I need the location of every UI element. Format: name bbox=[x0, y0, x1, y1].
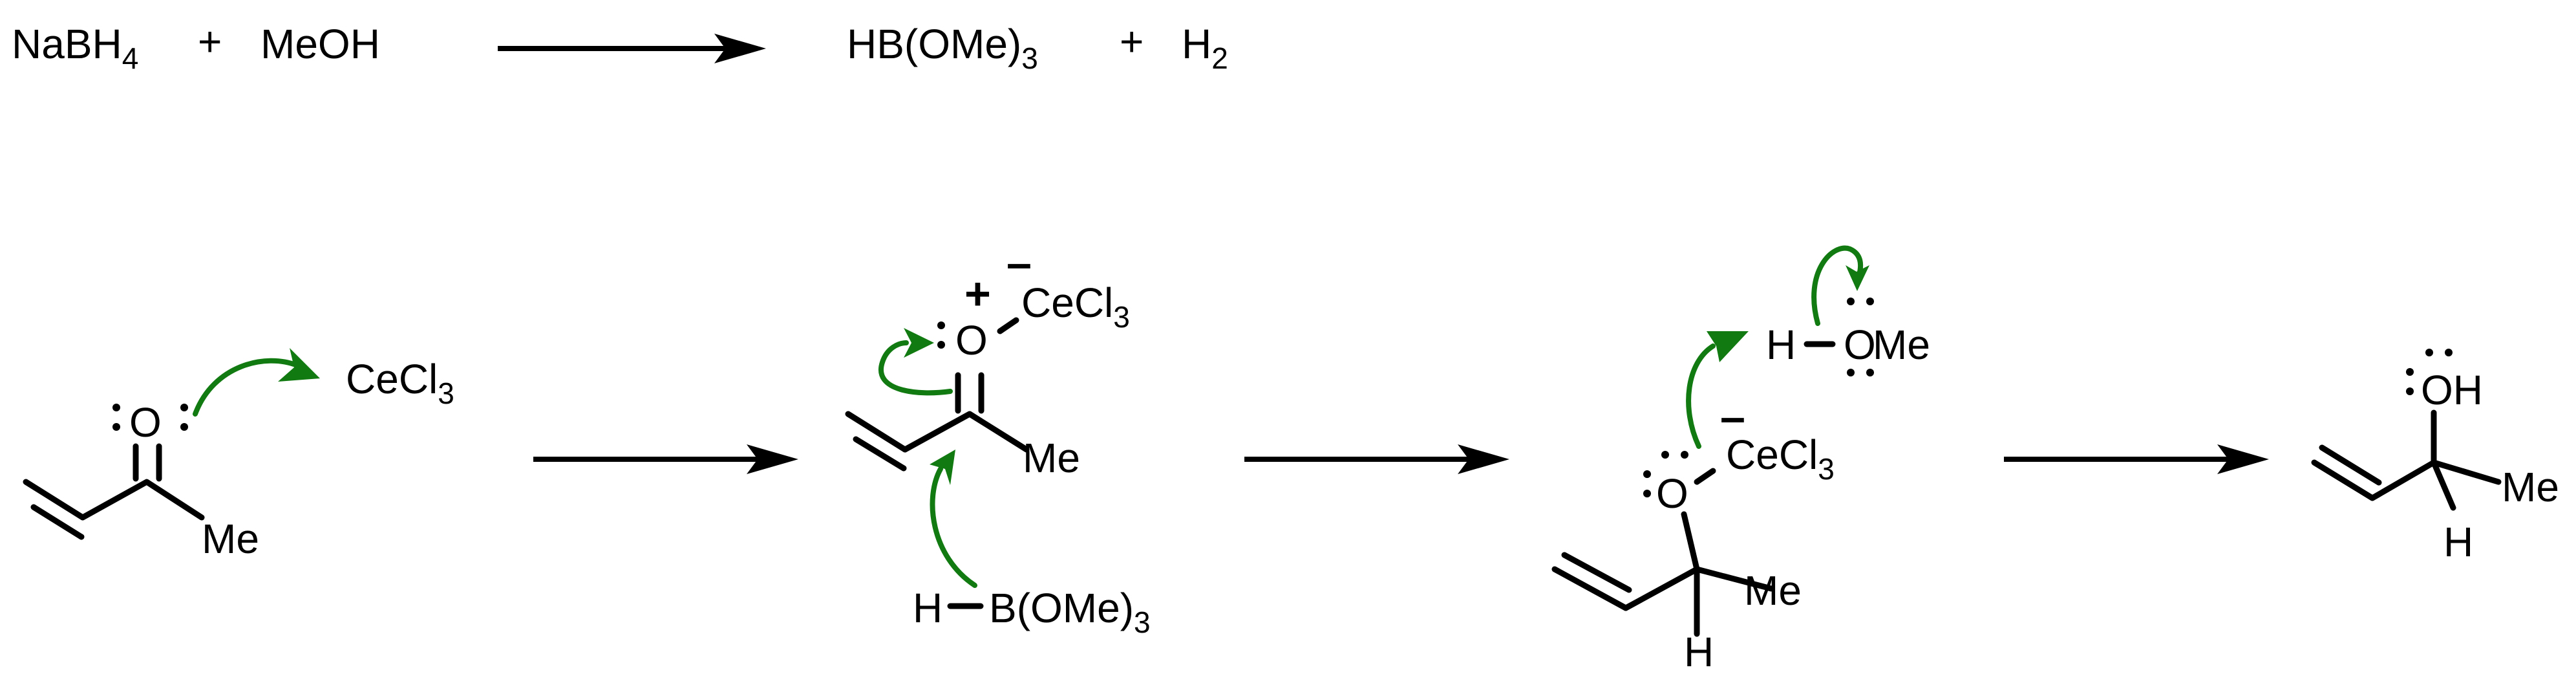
curly-arrow-pi-to-o bbox=[878, 328, 953, 396]
molecule-cerium-alkoxide: O – CeCl3 Me H bbox=[1551, 391, 1835, 674]
alpha-h: H bbox=[1684, 629, 1714, 674]
reagent-cecl3: CeCl3 bbox=[346, 356, 454, 410]
minus-charge: – bbox=[1720, 391, 1745, 442]
borohydride-reagent: H B(OMe)3 bbox=[913, 585, 1151, 639]
reactant-meoh: MeOH bbox=[261, 21, 380, 67]
methyl-label: Me bbox=[2502, 464, 2559, 510]
methyl-label: Me bbox=[1023, 435, 1080, 481]
carbonyl-oxygen: O bbox=[129, 399, 162, 446]
reactant-nabh4: NaBH4 bbox=[12, 21, 138, 75]
curly-arrow-o-to-h bbox=[1686, 331, 1749, 449]
reaction-arrow-3 bbox=[2004, 444, 2269, 474]
molecule-activated-enone: O + – CeCl3 Me bbox=[845, 237, 1130, 481]
cerium-cecl3: CeCl3 bbox=[1726, 431, 1835, 486]
reaction-arrow-2 bbox=[1244, 444, 1509, 474]
carbinol-h: H bbox=[2443, 519, 2473, 565]
hydroxyl-oh: OH bbox=[2421, 367, 2483, 413]
product-hb-ome3: HB(OMe)3 bbox=[847, 21, 1038, 75]
reaction-arrow-1 bbox=[533, 444, 798, 474]
borane-b-ome3: B(OMe)3 bbox=[989, 585, 1151, 639]
hydride-h: H bbox=[913, 585, 942, 631]
plus-charge: + bbox=[964, 268, 991, 319]
methoxide-methyl: Me bbox=[1873, 321, 1930, 368]
alkoxide-oxygen: O bbox=[1656, 470, 1688, 517]
methyl-label: Me bbox=[1744, 567, 1802, 614]
oxonium-oxygen: O bbox=[955, 317, 988, 364]
product-h2: H2 bbox=[1182, 21, 1228, 75]
top-reaction-arrow bbox=[498, 34, 766, 63]
top-equation: NaBH4 + MeOH HB(OMe)3 + H2 bbox=[12, 18, 1228, 75]
minus-charge: – bbox=[1006, 237, 1032, 288]
hydroxyl-h: H bbox=[1766, 321, 1796, 368]
plus-sign-1: + bbox=[198, 18, 222, 65]
plus-sign-2: + bbox=[1120, 18, 1144, 65]
curly-arrow-hydride bbox=[930, 450, 977, 588]
cerium-cecl3: CeCl3 bbox=[1021, 279, 1130, 334]
methyl-label: Me bbox=[202, 516, 259, 562]
molecule-methyl-vinyl-ketone: O Me bbox=[23, 399, 259, 562]
methoxide-oxygen: O bbox=[1844, 321, 1876, 368]
curly-arrow-o-to-ce bbox=[193, 348, 320, 417]
molecule-allylic-alcohol: OH Me H bbox=[2311, 349, 2559, 565]
methanol-molecule: H O Me bbox=[1766, 298, 1930, 376]
curly-arrow-oh-bond bbox=[1811, 245, 1869, 326]
